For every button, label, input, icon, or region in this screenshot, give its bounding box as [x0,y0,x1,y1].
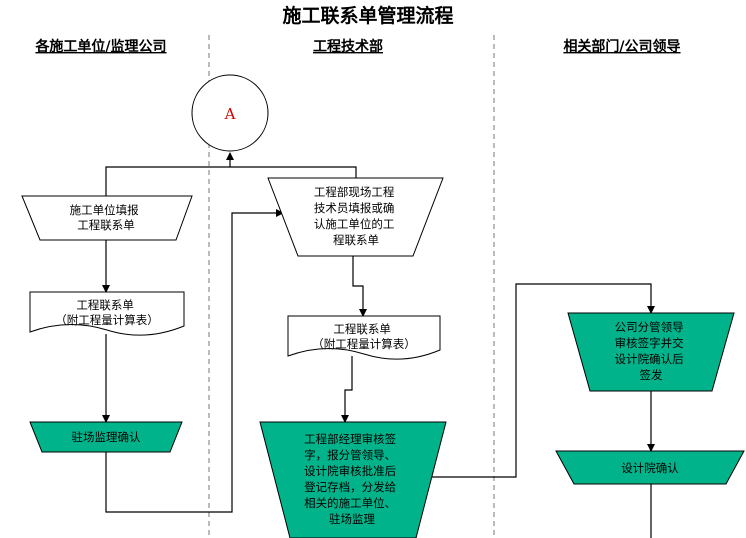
node-fill-form [21,195,193,241]
node-dept-review [267,177,444,257]
node-supervisor-confirm [29,421,183,453]
node-supervisor-confirm-text: 驻场监理确认 [72,430,141,444]
connector-circle [191,74,269,152]
lane-header-leadership: 相关部门/公司领导 [563,38,680,55]
node-contact-sheet-2 [287,315,441,360]
edge-manager-to-leader [430,283,655,478]
node-contact-sheet-2-text: 工程联系单 （附工程量计算表） [312,322,416,351]
connector-label: A [224,105,236,123]
node-contact-sheet-1-text: 工程联系单 （附工程量计算表） [55,298,159,327]
node-contact-sheet-1 [29,291,185,336]
node-fill-form-text: 施工单位填报 工程联系单 [70,203,143,232]
edge-top-loop [105,166,357,196]
edge-review-to-sheet2 [352,256,367,317]
node-manager-review [259,421,447,538]
node-leader-sign [567,312,735,392]
lane-header-construction-units: 各施工单位/监理公司 [34,38,166,55]
page-title: 施工联系单管理流程 [282,4,453,27]
node-dept-review-text: 工程部现场工程 技术员填报或确 认施工单位的工 程联系单 [314,185,398,247]
edge-confirm-to-review [105,209,284,513]
node-manager-review-text: 工程部经理审核签 字，报分管领导、 设计院审核批准后 登记存档，分发给 相关的施… [304,432,400,526]
node-design-confirm [555,450,745,485]
node-leader-sign-text: 公司分管领导 审核签字并交 设计院确认后 签发 [615,320,688,382]
lane-header-engineering-dept: 工程技术部 [313,38,383,55]
node-design-confirm-text: 设计院确认 [621,461,679,475]
edge-sheet2-to-manager [341,356,353,423]
